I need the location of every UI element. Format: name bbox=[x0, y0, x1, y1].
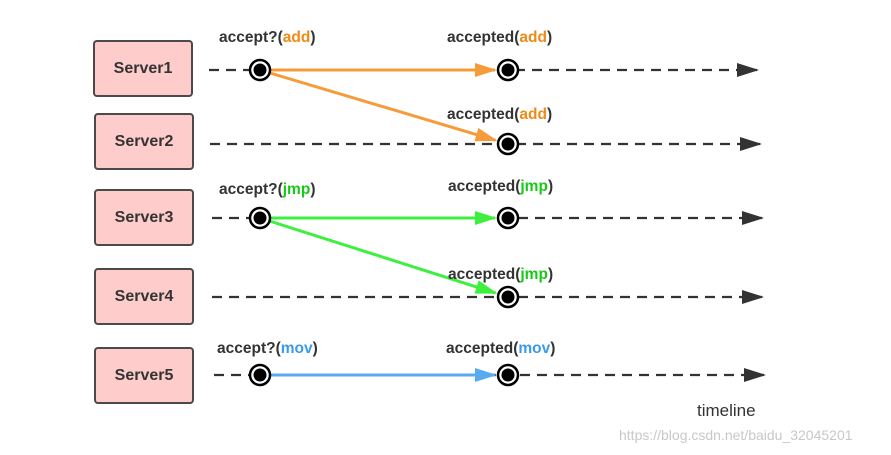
watermark: https://blog.csdn.net/baidu_32045201 bbox=[619, 427, 853, 443]
event-label-accepted-add-s1: accepted(add) bbox=[447, 29, 553, 46]
message-arrow-add-to-server2 bbox=[259, 68, 498, 142]
target-circle-icon bbox=[248, 363, 272, 387]
message-arrows bbox=[259, 63, 498, 382]
server-label: Server1 bbox=[113, 59, 173, 77]
event-label-accepted-jmp-s3: accepted(jmp) bbox=[448, 178, 554, 195]
target-circle-icon bbox=[496, 132, 520, 156]
event-label-accept-jmp: accept?(jmp) bbox=[219, 181, 316, 198]
target-circle-icon bbox=[496, 58, 520, 82]
target-circle-icon bbox=[248, 58, 272, 82]
message-arrow-jmp-to-server4 bbox=[259, 216, 498, 295]
event-label-accepted-add-s2: accepted(add) bbox=[447, 106, 553, 123]
server-box-2: Server2 bbox=[94, 113, 194, 170]
server-box-3: Server3 bbox=[94, 189, 194, 246]
server-box-1: Server1 bbox=[93, 40, 193, 97]
target-circle-icon bbox=[248, 206, 272, 230]
event-label-accepted-mov-s5: accepted(mov) bbox=[446, 340, 556, 357]
event-label-accepted-jmp-s4: accepted(jmp) bbox=[448, 266, 554, 283]
event-label-accept-mov: accept?(mov) bbox=[217, 340, 318, 357]
target-circle-icon bbox=[496, 363, 520, 387]
server-label: Server5 bbox=[114, 366, 174, 384]
server-label: Server2 bbox=[114, 132, 174, 150]
event-label-accept-add: accept?(add) bbox=[219, 29, 316, 46]
target-circle-icon bbox=[496, 285, 520, 309]
target-circle-icon bbox=[496, 206, 520, 230]
server-box-4: Server4 bbox=[94, 268, 194, 325]
timeline-label: timeline bbox=[697, 401, 756, 420]
event-markers bbox=[248, 58, 520, 387]
server-box-5: Server5 bbox=[94, 347, 194, 404]
server-label: Server4 bbox=[114, 287, 174, 305]
server-label: Server3 bbox=[114, 208, 174, 226]
